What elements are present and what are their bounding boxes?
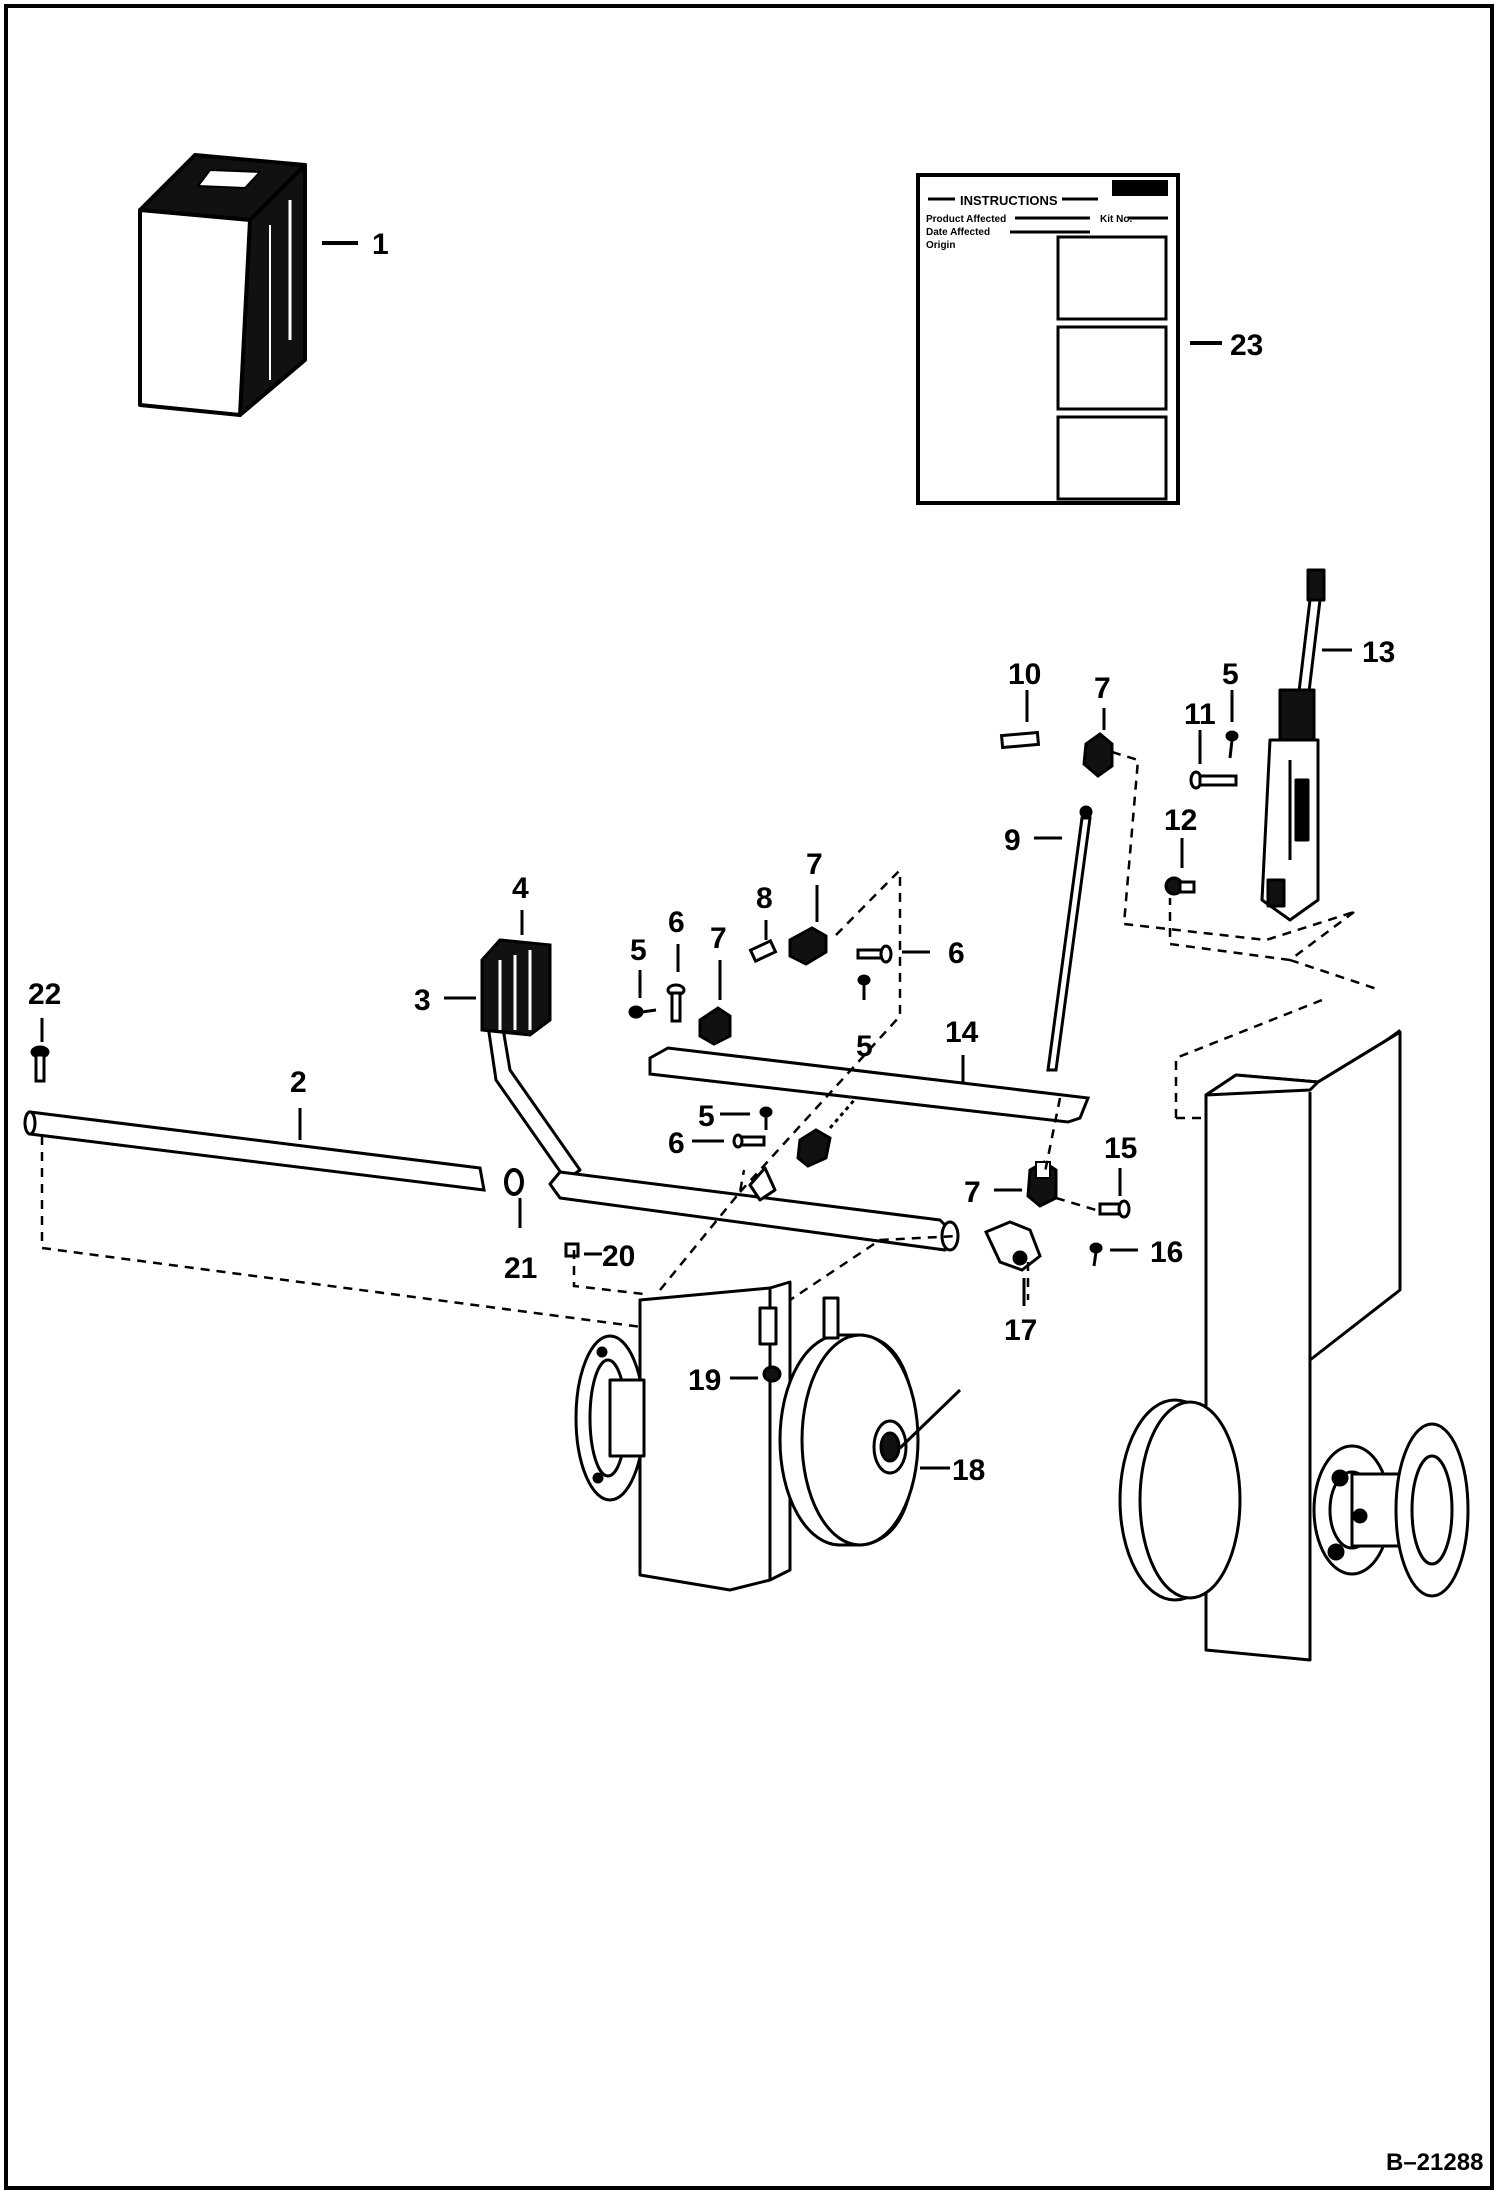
instruction-sheet-heading: INSTRUCTIONS — [960, 193, 1058, 208]
callout-19: 19 — [688, 1364, 721, 1397]
callout-7d: 7 — [964, 1176, 981, 1209]
callout-11: 11 — [1184, 698, 1216, 731]
figure-number: B–21288 — [1386, 2149, 1483, 2176]
callout-20: 20 — [602, 1240, 635, 1273]
callout-13: 13 — [1362, 636, 1395, 669]
callout-2: 2 — [290, 1066, 307, 1099]
callout-21: 21 — [504, 1252, 537, 1285]
assembly-dashed-lines — [40, 750, 1381, 1342]
callout-18: 18 — [952, 1454, 985, 1487]
callout-3: 3 — [414, 984, 431, 1017]
page-border — [4, 4, 1494, 2190]
bolt-12-drawing — [1164, 876, 1196, 896]
rod-9-drawing — [1046, 805, 1093, 1072]
instruction-sheet-drawing: INSTRUCTIONS Product Affected Date Affec… — [916, 173, 1180, 505]
instruction-sheet-line-4: Kit No. — [1100, 214, 1132, 225]
callout-6c: 6 — [668, 1127, 685, 1160]
clevis-7-upper-drawing — [1082, 732, 1114, 778]
washer-21-drawing — [504, 1168, 524, 1196]
bolt-22-drawing — [30, 1045, 50, 1083]
axle-housing-right-drawing — [1118, 1029, 1470, 1662]
callout-9: 9 — [1004, 824, 1021, 857]
callout-7a: 7 — [710, 922, 727, 955]
instruction-sheet-line-1: Product Affected — [926, 214, 1006, 225]
callout-6a: 6 — [668, 906, 685, 939]
callout-4: 4 — [512, 872, 529, 905]
pin-10-drawing — [999, 730, 1041, 750]
cross-shaft-drawing — [23, 1110, 486, 1192]
callout-12: 12 — [1164, 804, 1197, 837]
hardware-cluster-drawing — [628, 926, 893, 1168]
callout-5b: 5 — [856, 1030, 873, 1063]
callout-5c: 5 — [698, 1100, 715, 1133]
nut-20-drawing — [564, 1242, 580, 1258]
callout-15: 15 — [1104, 1132, 1137, 1165]
callout-6b: 6 — [948, 937, 965, 970]
instruction-sheet-line-2: Date Affected — [926, 227, 990, 238]
callout-1: 1 — [372, 228, 389, 261]
instruction-sheet-line-3: Origin — [926, 240, 955, 251]
callout-5a: 5 — [630, 934, 647, 967]
callout-14: 14 — [945, 1016, 979, 1049]
callout-7b: 7 — [806, 848, 823, 881]
callout-16: 16 — [1150, 1236, 1183, 1269]
screw-5-upper-drawing — [1225, 730, 1239, 759]
clevis-7-lower-boss — [1035, 1161, 1051, 1179]
callout-22: 22 — [28, 978, 61, 1011]
pedal-pad-drawing — [480, 938, 552, 1037]
linkage-13-drawing — [1260, 568, 1326, 922]
bracket-17-drawing — [983, 1220, 1042, 1272]
pin-11-drawing — [1189, 770, 1238, 790]
kit-box-drawing — [138, 153, 307, 417]
callout-17: 17 — [1004, 1314, 1037, 1347]
cotter-16-drawing — [1089, 1242, 1103, 1267]
axle-housing-left-drawing — [574, 1280, 962, 1592]
callout-10: 10 — [1008, 658, 1041, 691]
callout-5d: 5 — [1222, 658, 1239, 691]
callout-8: 8 — [756, 882, 773, 915]
pin-15-drawing — [1098, 1199, 1131, 1219]
callout-23: 23 — [1230, 329, 1263, 362]
callout-7c: 7 — [1094, 672, 1111, 705]
bracket-plate-14-drawing — [648, 1046, 1091, 1124]
